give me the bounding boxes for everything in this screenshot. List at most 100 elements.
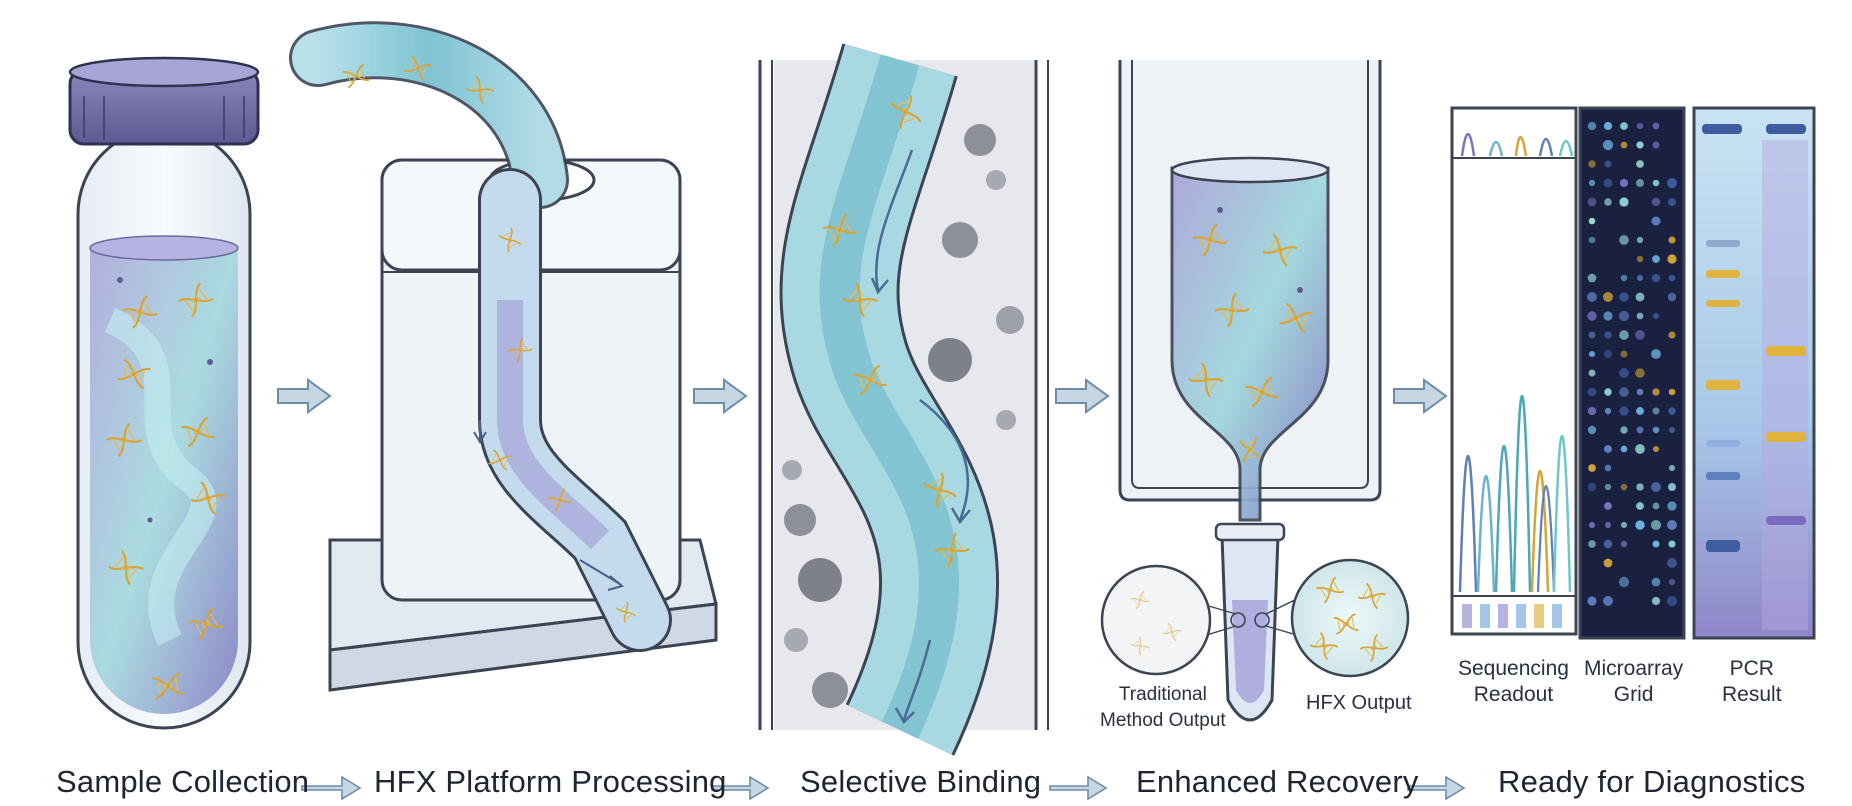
- selective-binding-channel: [758, 43, 1049, 756]
- sequencing-readout-panel: [1450, 106, 1578, 636]
- microarray-spot: [1652, 445, 1660, 453]
- microarray-spot: [1588, 331, 1596, 339]
- microarray-spot: [1604, 502, 1612, 510]
- microarray-spot: [1651, 197, 1661, 207]
- microarray-spot: [1667, 292, 1677, 302]
- microarray-spot: [1636, 122, 1644, 130]
- microarray-spot: [1668, 407, 1676, 415]
- microarray-spot: [1636, 141, 1644, 149]
- microarray-spot: [1587, 121, 1597, 131]
- microarray-spot: [1588, 217, 1596, 225]
- microarray-spot: [1651, 596, 1661, 606]
- microarray-spot: [1603, 558, 1613, 568]
- microarray-spot: [1635, 292, 1645, 302]
- sample-tube: [68, 56, 260, 730]
- microarray-spot: [1620, 445, 1628, 453]
- microarray-spot: [1619, 406, 1629, 416]
- arrow-3: [1055, 379, 1109, 413]
- microarray-spot: [1635, 368, 1645, 378]
- microarray-spot: [1587, 387, 1597, 397]
- microarray-spot: [1602, 139, 1614, 151]
- microarray-spot: [1668, 274, 1676, 282]
- traditional-output-label-line1: Traditional: [1118, 684, 1207, 705]
- microarray-spot: [1603, 292, 1613, 302]
- microarray-spot: [1668, 540, 1676, 548]
- microarray-spot: [1604, 464, 1612, 472]
- microarray-spot: [1604, 388, 1612, 396]
- microarray-spot: [1620, 426, 1628, 434]
- microarray-spot: [1620, 521, 1628, 529]
- pcr-label-line2: Result: [1722, 683, 1782, 706]
- microarray-spot: [1651, 349, 1661, 359]
- enhanced-recovery-funnel: [1100, 60, 1410, 722]
- microarray-spot: [1650, 519, 1662, 531]
- microarray-spot: [1651, 216, 1661, 226]
- microarray-spot: [1618, 310, 1630, 322]
- microarray-spot: [1652, 407, 1660, 415]
- microarray-spot: [1636, 483, 1644, 491]
- microarray-spot: [1604, 483, 1612, 491]
- microarray-spot: [1587, 273, 1597, 283]
- microarray-spot: [1619, 292, 1629, 302]
- microarray-spot: [1587, 425, 1597, 435]
- microarray-spot: [1619, 387, 1629, 397]
- microarray-spot: [1588, 369, 1596, 377]
- hfx-output-label: HFX Output: [1306, 692, 1412, 714]
- microarray-spot: [1619, 178, 1629, 188]
- microarray-spot: [1652, 502, 1660, 510]
- microarray-spot: [1652, 179, 1660, 187]
- microarray-spot: [1636, 160, 1644, 168]
- microarray-spot: [1603, 349, 1613, 359]
- microarray-spot: [1604, 331, 1612, 339]
- sequencing-readout-label: Sequencing Readout: [1458, 656, 1569, 708]
- microarray-spot: [1620, 141, 1628, 149]
- microarray-spot: [1667, 501, 1677, 511]
- microarray-spot: [1587, 596, 1597, 606]
- microarray-spot: [1668, 331, 1676, 339]
- step-label-ready-for-diagnostics: Ready for Diagnostics: [1498, 764, 1806, 799]
- microarray-spot: [1619, 235, 1629, 245]
- microarray-spot: [1587, 482, 1597, 492]
- microarray-spot: [1587, 292, 1597, 302]
- microarray-spot: [1619, 368, 1629, 378]
- microarray-spot: [1667, 520, 1677, 530]
- pcr-label-line1: PCR: [1729, 657, 1774, 680]
- microarray-spot: [1636, 179, 1644, 187]
- microarray-spot: [1619, 330, 1629, 340]
- arrow-1: [277, 379, 331, 413]
- sequencing-label-line2: Readout: [1473, 683, 1554, 706]
- microarray-spot: [1604, 198, 1612, 206]
- microarray-spot: [1636, 407, 1644, 415]
- microarray-spot: [1652, 540, 1660, 548]
- microarray-spot: [1620, 540, 1628, 548]
- microarray-spot: [1588, 350, 1596, 358]
- pcr-result-label: PCR Result: [1722, 656, 1782, 708]
- microarray-spot: [1619, 197, 1629, 207]
- microarray-spot: [1604, 445, 1612, 453]
- microarray-spot: [1652, 255, 1660, 263]
- step-label-hfx-platform-processing: HFX Platform Processing: [374, 764, 727, 799]
- microarray-spot: [1636, 388, 1644, 396]
- arrow-4: [1393, 379, 1447, 413]
- microarray-spot: [1668, 388, 1676, 396]
- microarray-label-line1: Microarray: [1584, 657, 1684, 680]
- bottom-flow-arrows: [301, 775, 1466, 801]
- microarray-spot: [1667, 197, 1677, 207]
- microarray-spot: [1603, 539, 1613, 549]
- microarray-spot: [1589, 521, 1596, 529]
- microarray-spot: [1667, 558, 1677, 568]
- microarray-spot: [1588, 540, 1596, 548]
- microarray-spot: [1652, 312, 1660, 320]
- microarray-spot: [1636, 426, 1644, 434]
- microarray-spot: [1635, 520, 1645, 530]
- microarray-spot: [1668, 578, 1676, 586]
- microarray-spot: [1636, 274, 1644, 282]
- microarray-spot: [1636, 236, 1644, 244]
- microarray-spot: [1620, 122, 1628, 130]
- arrow-2: [693, 379, 747, 413]
- microarray-spot: [1603, 178, 1613, 188]
- traditional-output-label: Traditional Method Output: [1100, 682, 1226, 734]
- microarray-spot: [1668, 464, 1676, 472]
- traditional-output-label-line2: Method Output: [1100, 710, 1226, 731]
